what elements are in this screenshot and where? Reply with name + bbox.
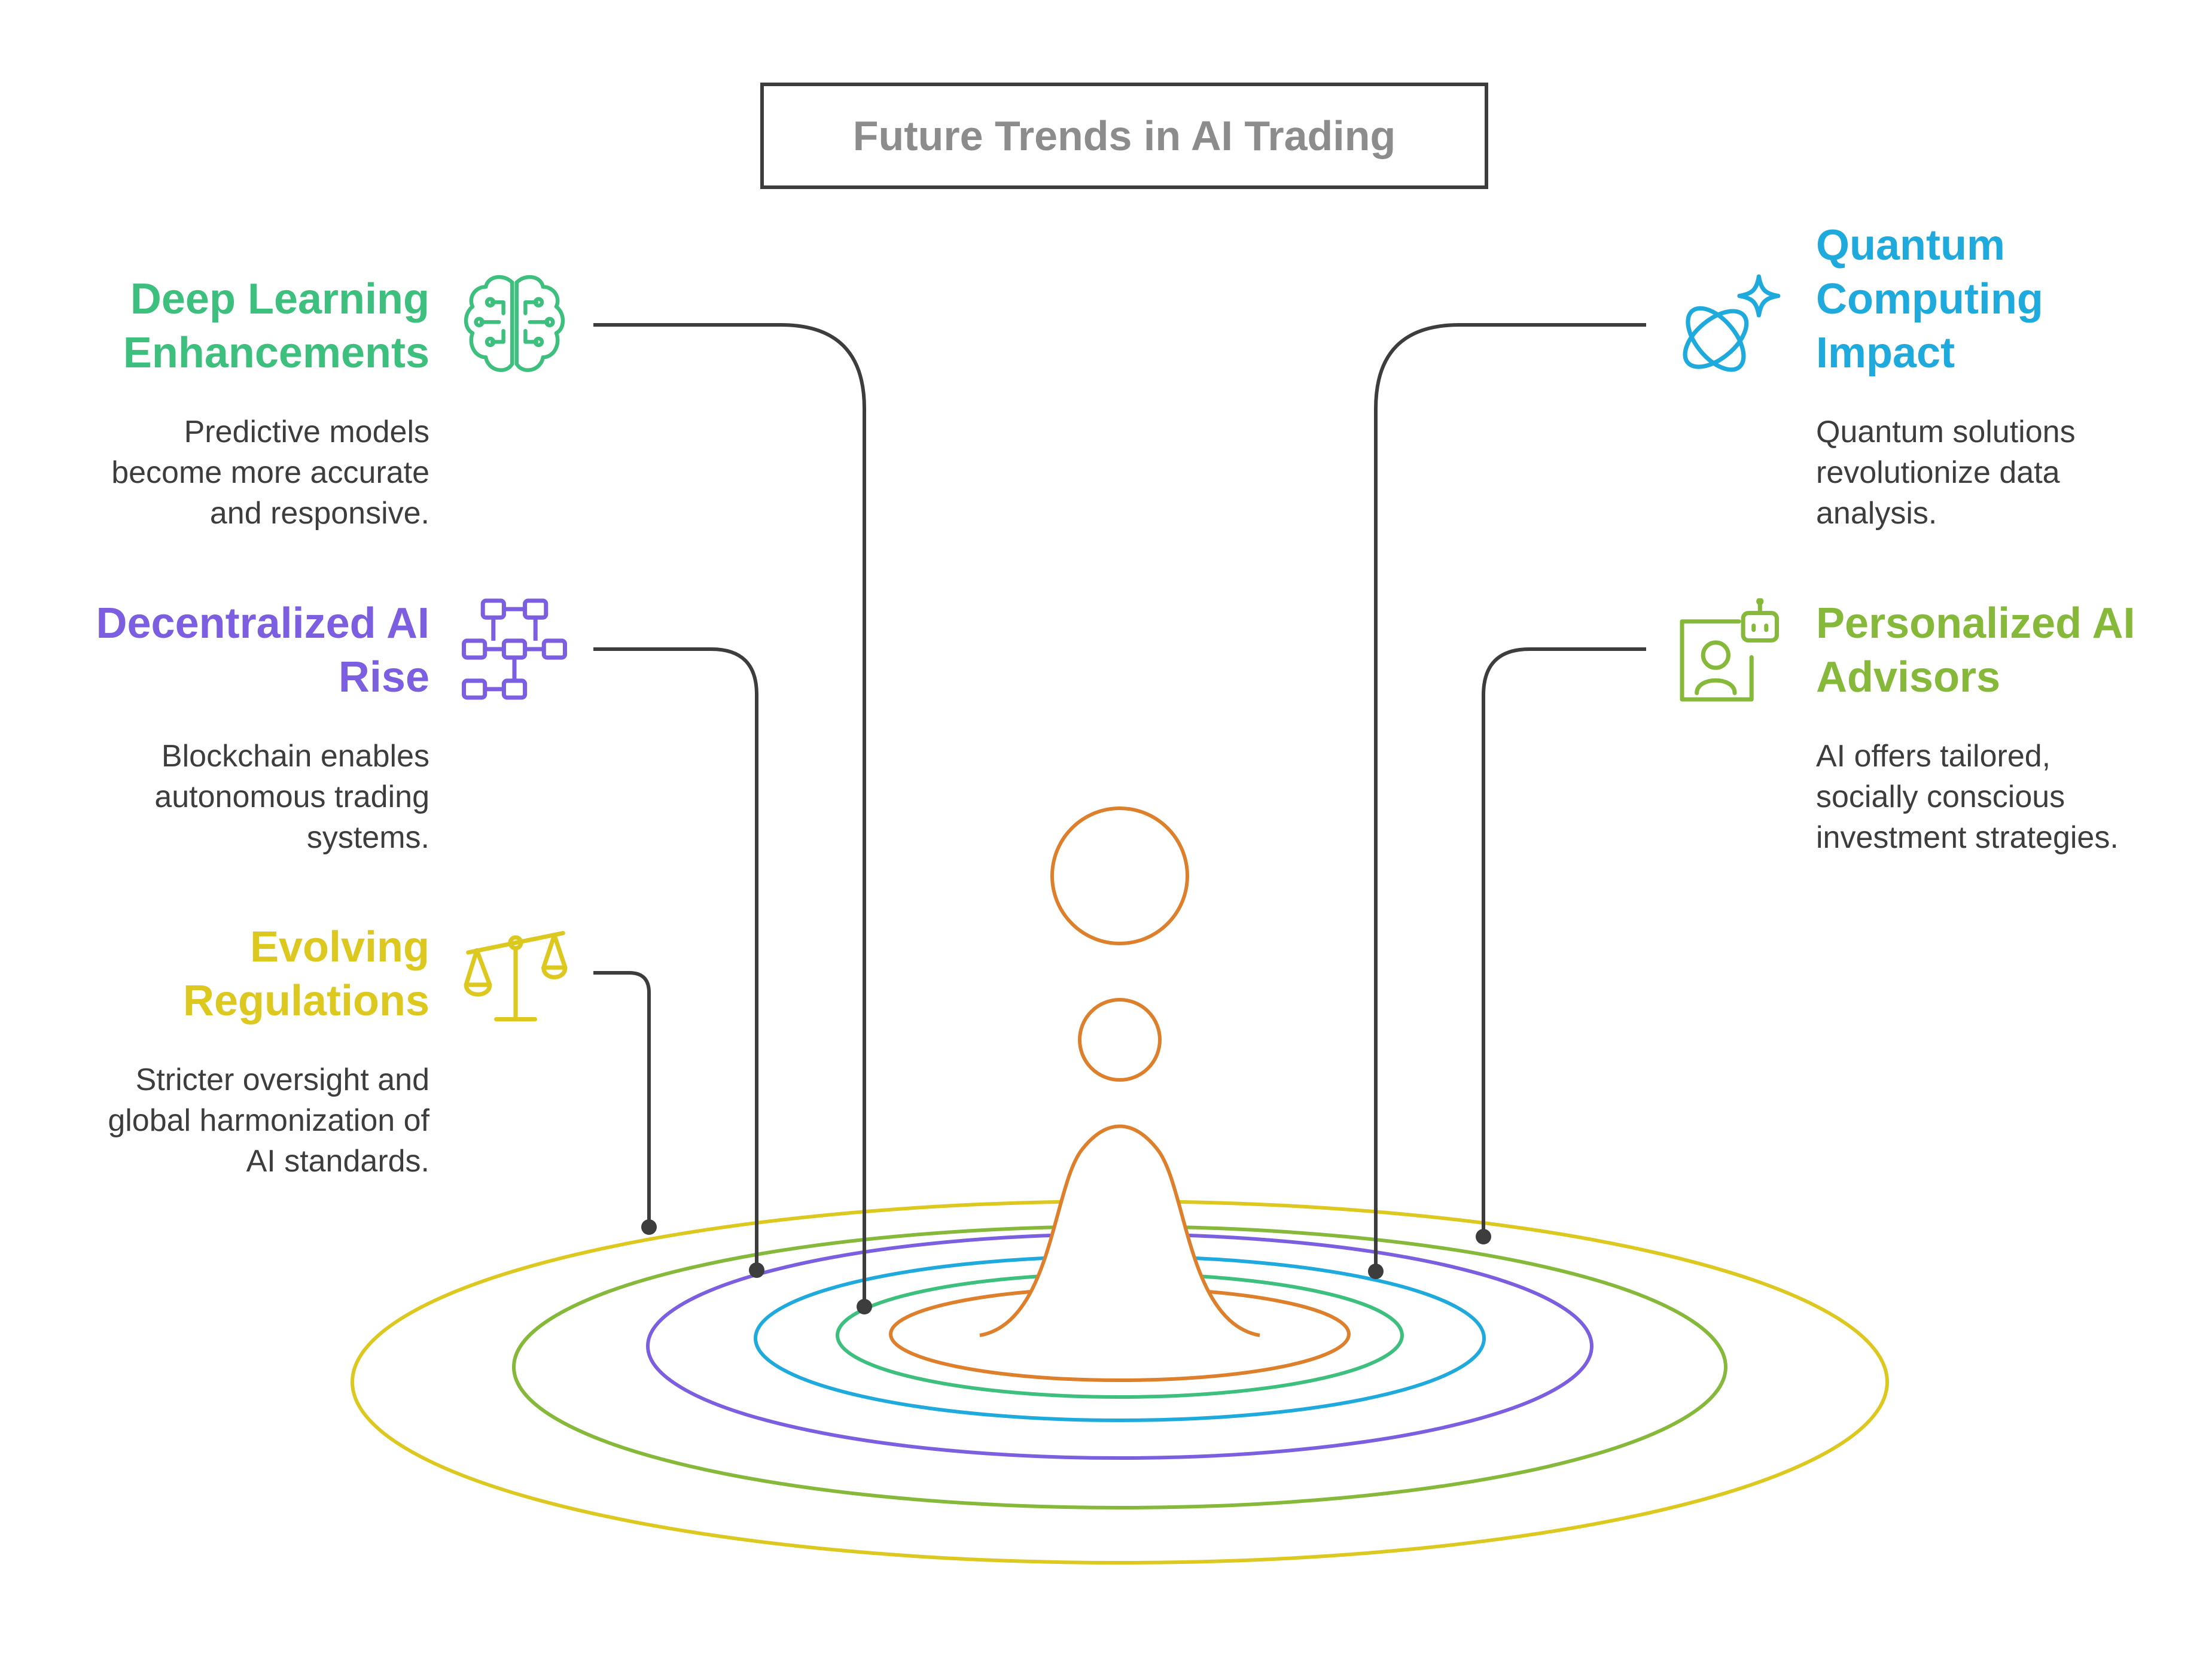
quantum-description: Quantum solutions revolutionize data ana… [1816,412,2076,534]
deep-learning-heading: Deep Learning Enhancements [123,272,429,380]
description-line: AI offers tailored, [1816,739,2051,774]
heading-line: Quantum [1816,221,2005,269]
deep-learning-description: Predictive models become more accurate a… [111,412,429,534]
regulations-description: Stricter oversight and global harmonizat… [108,1060,429,1182]
heading-line: Evolving [249,923,429,971]
heading-line: Deep Learning [130,275,429,323]
description-line: Stricter oversight and [135,1063,429,1097]
description-line: Predictive models [184,415,429,449]
connector-regulations [593,971,651,1227]
heading-line: Enhancements [123,329,429,377]
description-line: analysis. [1816,496,1937,531]
connector-dot-quantum [1368,1264,1384,1279]
heading-line: Advisors [1816,653,2001,701]
heading-line: Personalized AI [1816,599,2135,647]
scales-icon [464,931,568,1022]
regulations-heading: Evolving Regulations [183,920,429,1028]
heading-line: Decentralized AI [96,599,429,647]
decentralized-heading: Decentralized AI Rise [96,596,429,704]
network-blocks-icon [462,598,567,700]
heading-line: Impact [1816,329,1955,377]
atom-sparkle-icon [1683,274,1781,372]
description-line: Quantum solutions [1816,415,2076,449]
droplet-splash [979,1124,1260,1337]
description-line: become more accurate [111,455,429,490]
brain-icon [464,275,565,372]
droplet-large [1050,806,1189,945]
description-line: AI standards. [246,1144,429,1179]
connector-dot-decentralized [749,1262,764,1278]
quantum-heading: Quantum Computing Impact [1816,218,2043,380]
description-line: revolutionize data [1816,455,2060,490]
connector-personalized [1482,647,1646,1237]
description-line: investment strategies. [1816,820,2119,855]
description-line: autonomous trading [154,780,429,814]
description-line: global harmonization of [108,1103,429,1138]
description-line: and responsive. [209,496,429,531]
connector-decentralized [593,647,758,1270]
connector-quantum [1374,323,1646,1271]
user-robot-icon [1680,598,1779,702]
connector-dot-regulations [641,1219,657,1235]
description-line: Blockchain enables [161,739,429,774]
personalized-heading: Personalized AI Advisors [1816,596,2135,704]
personalized-description: AI offers tailored, socially conscious i… [1816,736,2119,858]
connector-deep-learning [593,323,866,1307]
diagram-title: Future Trends in AI Trading [760,83,1488,189]
decentralized-description: Blockchain enables autonomous trading sy… [154,736,429,858]
description-line: socially conscious [1816,780,2065,814]
droplet-small [1078,998,1162,1082]
heading-line: Computing [1816,275,2043,323]
connector-dot-deep-learning [857,1299,872,1314]
heading-line: Rise [338,653,429,701]
connector-dot-personalized [1476,1229,1491,1244]
heading-line: Regulations [182,977,429,1025]
description-line: systems. [306,820,429,855]
